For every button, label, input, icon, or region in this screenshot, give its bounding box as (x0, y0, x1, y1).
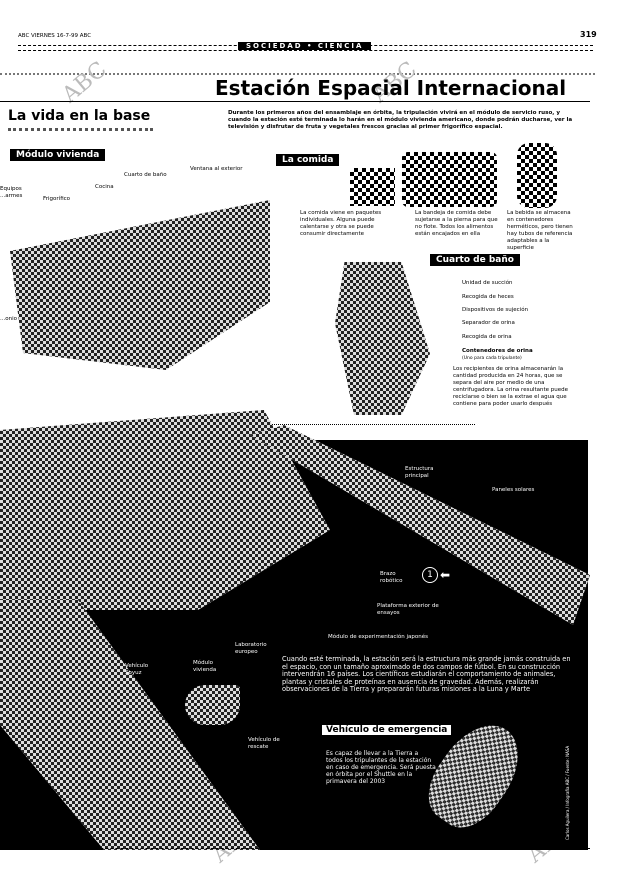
caption: La bandeja de comida debe sujetarse a la… (415, 210, 498, 237)
label: Recogida de orina (462, 334, 512, 340)
caption: La bebida se almacena en contenedores he… (507, 210, 573, 251)
marker-1: 1 (422, 567, 438, 583)
label: Estructura principal (405, 466, 434, 479)
rule (225, 424, 475, 425)
habitation-module-illustration (10, 200, 270, 370)
rule (0, 101, 590, 102)
dateline: ABC VIERNES 16-7-99 ABC (18, 33, 92, 39)
caption: Los recipientes de orina almacenarán la … (453, 366, 568, 407)
credit: Carlos Aguilera / Infografía ABC / Fuent… (565, 745, 570, 840)
label: Equipos ...armes (0, 186, 23, 199)
rule (0, 848, 590, 849)
drink-container-image (517, 143, 557, 208)
label: Contenedores de orina (462, 348, 533, 354)
arrow-left-icon: ⬅ (440, 568, 451, 582)
body-text: Cuando esté terminada, la estación será … (282, 655, 571, 694)
ornament (8, 128, 153, 131)
label: ...onio (0, 316, 17, 322)
comida-tag: La comida (276, 154, 340, 166)
section-label: SOCIEDAD • CIENCIA (238, 42, 372, 50)
label: Cuarto de baño (124, 172, 167, 178)
label: Dispositivos de sujeción (462, 307, 529, 313)
rescue-vehicle-illustration (185, 685, 240, 725)
toilet-illustration (335, 262, 430, 415)
label: Unidad de succión (462, 280, 513, 286)
intro-text: Durante los primeros años del ensamblaje… (228, 110, 573, 130)
food-tray-image (402, 152, 497, 207)
page-number: 319 (580, 30, 597, 39)
rule (18, 50, 593, 51)
label: Laboratorio europeo (235, 642, 267, 655)
emergencia-tag: Vehículo de emergencia (322, 725, 452, 735)
label: Recogida de heces (462, 294, 514, 300)
caption: La comida viene en paquetes individuales… (300, 210, 382, 237)
food-packet-image (350, 168, 395, 206)
label: Frigorífico (43, 196, 71, 202)
label: Módulo de experimentación japonés (328, 634, 428, 640)
label: Cocina (95, 184, 114, 190)
label: (Uno para cada tripulante) (462, 356, 522, 361)
bano-tag: Cuarto de baño (430, 254, 520, 266)
label: Vehículo Soyuz (125, 663, 149, 676)
label: Brazo robótico (380, 571, 403, 584)
rule (0, 73, 595, 75)
label: Separador de orina (462, 320, 515, 326)
page-title: Estación Espacial Internacional (215, 76, 567, 100)
label: Ventana al exterior (190, 166, 243, 172)
emergencia-text: Es capaz de llevar a la Tierra a todos l… (326, 750, 436, 785)
subtitle: La vida en la base (8, 108, 151, 124)
label: Paneles solares (492, 487, 535, 493)
modulo-vivienda-tag: Módulo vivienda (10, 149, 106, 161)
label: Plataforma exterior de ensayos (377, 603, 439, 616)
label: Módulo vivienda (193, 660, 217, 673)
label: Vehículo de rescate (248, 737, 280, 750)
